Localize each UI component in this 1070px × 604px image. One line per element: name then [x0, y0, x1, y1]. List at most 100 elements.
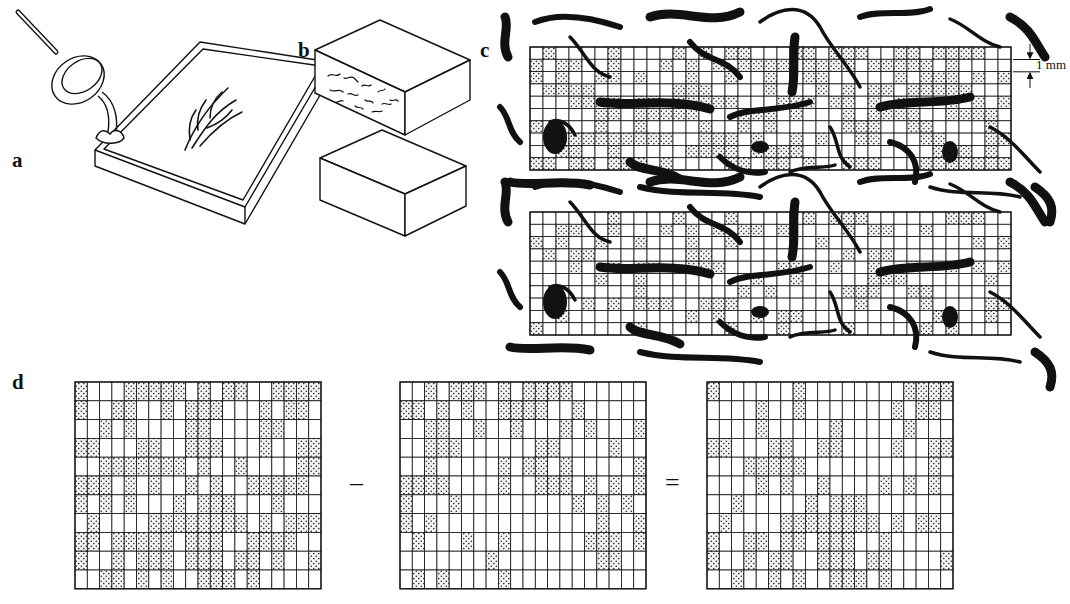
grid-cell: [449, 495, 461, 514]
grid-cell: [272, 551, 284, 570]
grid-cell: [959, 72, 972, 84]
grid-cell: [673, 224, 686, 236]
grid-cell: [751, 96, 764, 108]
grid-cell: [296, 457, 308, 476]
grid-cell: [585, 438, 597, 457]
grid-cell: [686, 286, 699, 298]
grid-cell: [928, 551, 940, 570]
grid-cell: [87, 570, 99, 589]
grid-cell: [867, 514, 879, 533]
grid-cell: [829, 59, 842, 71]
grid-cell: [247, 570, 259, 589]
grid-cell: [946, 47, 959, 59]
grid-cell: [907, 286, 920, 298]
grid-cell: [985, 47, 998, 59]
grid-cell: [634, 382, 646, 401]
grid-cell: [621, 551, 633, 570]
grid-cell: [400, 420, 412, 439]
grid-cell: [916, 551, 928, 570]
grid-cell: [920, 323, 933, 335]
grid-cell: [712, 298, 725, 310]
grid-cell: [124, 551, 136, 570]
grid-cell: [634, 72, 647, 84]
grid-cell: [309, 438, 321, 457]
grid-cell: [793, 532, 805, 551]
root-fragment: [860, 174, 930, 182]
grid-cell: [855, 323, 868, 335]
grid-cell: [412, 551, 424, 570]
grid-cell: [523, 476, 535, 495]
grid-cell: [582, 310, 595, 322]
grid-cell: [474, 476, 486, 495]
grid-cell: [707, 570, 719, 589]
grid-cell: [87, 420, 99, 439]
root-fragment: [830, 127, 850, 167]
grid-cell: [793, 438, 805, 457]
grid-cell: [920, 121, 933, 133]
grid-cell: [842, 420, 854, 439]
grid-cell: [972, 47, 985, 59]
grid-cell: [816, 237, 829, 249]
grid-cell: [764, 237, 777, 249]
grid-cell: [764, 224, 777, 236]
grid-cell: [660, 310, 673, 322]
grid-cell: [744, 382, 756, 401]
grid-cell: [751, 212, 764, 224]
grid-cell: [818, 495, 830, 514]
grid-cell: [597, 514, 609, 533]
grid-cell: [867, 382, 879, 401]
grid-cell: [781, 476, 793, 495]
grid-cell: [556, 158, 569, 170]
grid-cell: [149, 570, 161, 589]
grid-cell: [732, 457, 744, 476]
grid-cell: [933, 72, 946, 84]
grid-cell: [892, 382, 904, 401]
grid-cell: [585, 495, 597, 514]
grid-cell: [892, 420, 904, 439]
grid-cell: [284, 420, 296, 439]
grid-cell: [425, 457, 437, 476]
grid-cell: [660, 109, 673, 121]
grid-cell: [803, 84, 816, 96]
grid-cell: [959, 224, 972, 236]
grid-cell: [916, 457, 928, 476]
grid-cell: [830, 532, 842, 551]
grid-cell: [223, 532, 235, 551]
grid-cell: [621, 457, 633, 476]
grid-cell: [449, 382, 461, 401]
grid-cell: [985, 59, 998, 71]
grid-cell: [941, 438, 953, 457]
grid-cell: [647, 145, 660, 157]
root-fragment: [500, 272, 520, 307]
grid-cell: [972, 84, 985, 96]
grid-cell: [719, 457, 731, 476]
grid-cell: [634, 420, 646, 439]
grid-cell: [867, 420, 879, 439]
grid-cell: [647, 237, 660, 249]
grid-cell: [543, 158, 556, 170]
grid-cell: [582, 158, 595, 170]
grid-cell: [437, 495, 449, 514]
resin-block: [320, 130, 466, 236]
root-fragment: [543, 120, 567, 154]
grid-cell: [916, 438, 928, 457]
grid-cell: [186, 476, 198, 495]
grid-cell: [634, 570, 646, 589]
grid-cell: [582, 261, 595, 273]
grid-cell: [647, 286, 660, 298]
grid-cell: [699, 145, 712, 157]
grid-cell: [868, 224, 881, 236]
grid-cell: [284, 438, 296, 457]
grid-cell: [595, 286, 608, 298]
grid-cell: [523, 532, 535, 551]
grid-cell: [738, 212, 751, 224]
grid-cell: [530, 249, 543, 261]
grid-cell: [673, 286, 686, 298]
grid-cell: [959, 286, 972, 298]
grid-cell: [816, 310, 829, 322]
point-count-grid: [75, 382, 321, 589]
grid-cell: [572, 401, 584, 420]
grid-cell: [556, 212, 569, 224]
grid-cell: [985, 84, 998, 96]
grid-cell: [535, 532, 547, 551]
